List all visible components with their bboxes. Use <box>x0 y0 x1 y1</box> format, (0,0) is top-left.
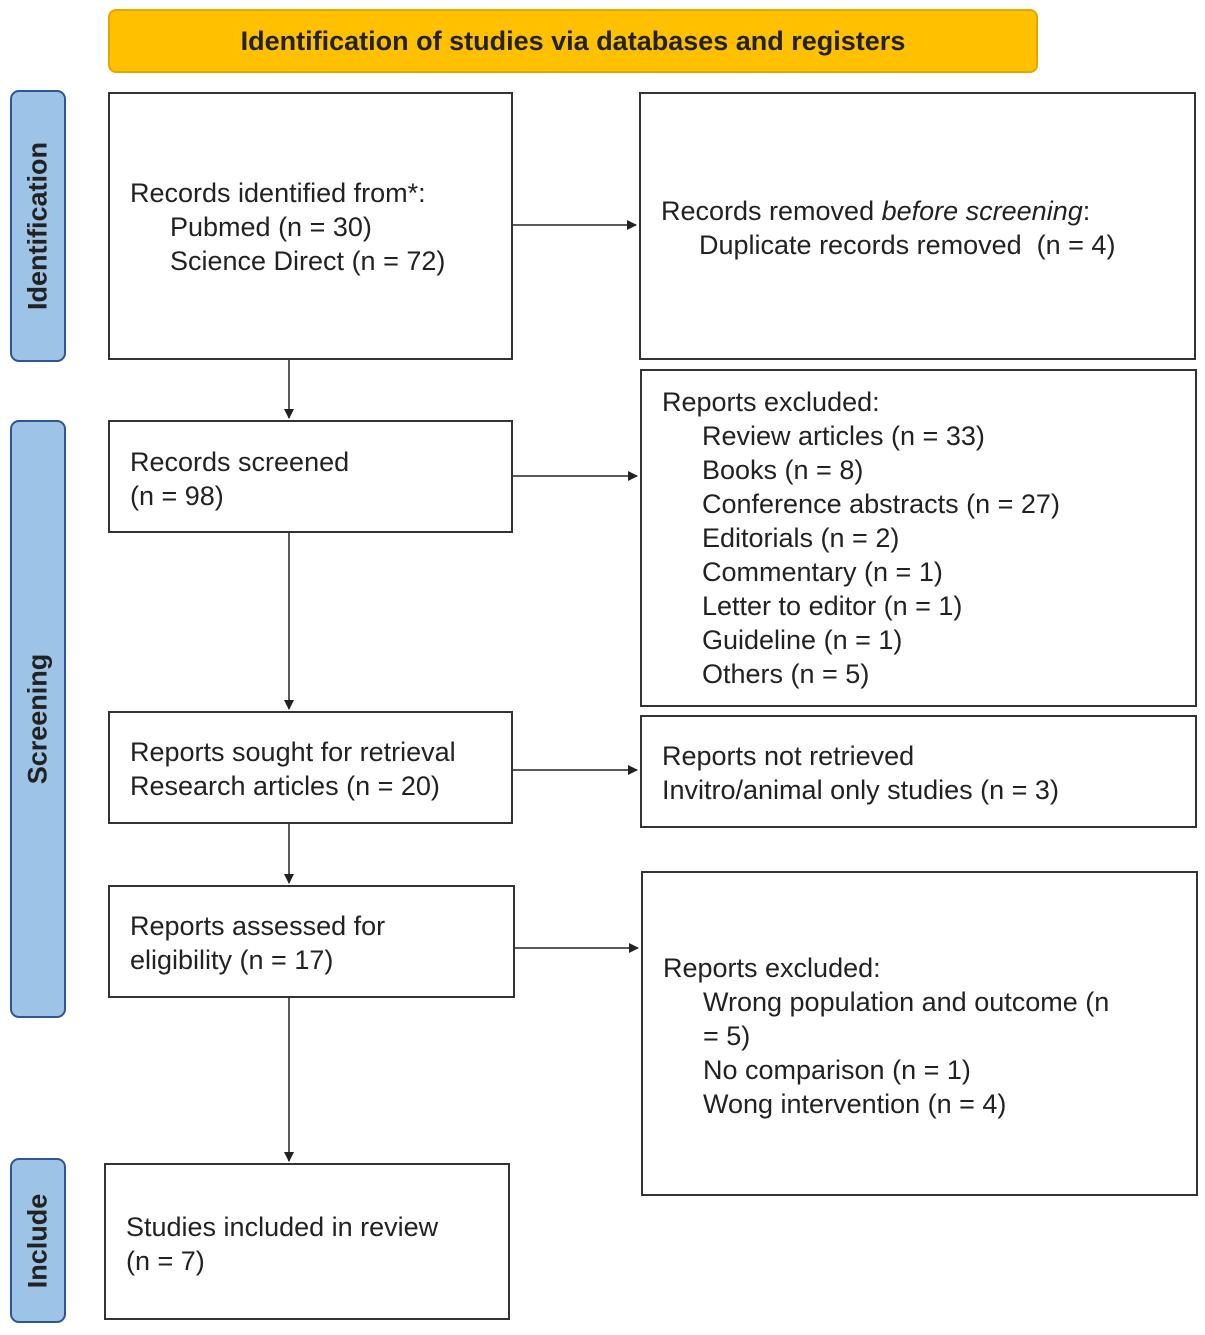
excluded-wrong-intervention: Wong intervention (n = 4) <box>703 1089 1007 1119</box>
excluded-no-comparison: No comparison (n = 1) <box>703 1055 971 1085</box>
reports-excluded-box-2: Reports excluded: Wrong population and o… <box>641 871 1198 1196</box>
studies-included-label: Studies included in review <box>126 1212 439 1242</box>
excluded-others: Others (n = 5) <box>702 659 870 689</box>
records-identified-sciencedirect: Science Direct (n = 72) <box>170 246 446 276</box>
excluded-editorials: Editorials (n = 2) <box>702 523 900 553</box>
excluded-conference-abstracts: Conference abstracts (n = 27) <box>702 489 1060 519</box>
records-removed-title-prefix: Records removed <box>661 196 882 226</box>
records-removed-box: Records removed before screening: Duplic… <box>639 92 1196 360</box>
records-screened-box: Records screened (n = 98) <box>108 420 513 533</box>
reports-excluded-1-title: Reports excluded: <box>662 387 880 417</box>
reports-excluded-box-1: Reports excluded: Review articles (n = 3… <box>640 369 1197 707</box>
excluded-guideline: Guideline (n = 1) <box>702 625 903 655</box>
reports-assessed-count: eligibility (n = 17) <box>130 945 334 975</box>
excluded-books: Books (n = 8) <box>702 455 864 485</box>
records-identified-pubmed: Pubmed (n = 30) <box>170 212 372 242</box>
reports-not-retrieved-count: Invitro/animal only studies (n = 3) <box>662 775 1059 805</box>
excluded-review-articles: Review articles (n = 33) <box>702 421 985 451</box>
studies-included-box: Studies included in review (n = 7) <box>104 1163 510 1320</box>
records-removed-title: Records removed before screening: <box>661 194 1194 228</box>
reports-not-retrieved-label: Reports not retrieved <box>662 741 915 771</box>
studies-included-count: (n = 7) <box>126 1246 205 1276</box>
records-screened-count: (n = 98) <box>130 481 224 511</box>
reports-assessed-label: Reports assessed for <box>130 911 386 941</box>
reports-sought-count: Research articles (n = 20) <box>130 771 440 801</box>
excluded-wrong-population-count: = 5) <box>703 1021 751 1051</box>
identification-header: Identification of studies via databases … <box>108 9 1038 73</box>
records-removed-title-suffix: : <box>1082 196 1091 226</box>
records-screened-label: Records screened <box>130 447 350 477</box>
reports-sought-label: Reports sought for retrieval <box>130 737 456 767</box>
header-title: Identification of studies via databases … <box>240 25 906 56</box>
excluded-letter-to-editor: Letter to editor (n = 1) <box>702 591 963 621</box>
phase-include: Include <box>10 1158 66 1323</box>
reports-assessed-box: Reports assessed for eligibility (n = 17… <box>108 885 515 998</box>
records-removed-title-emph: before screening <box>881 196 1083 226</box>
excluded-commentary: Commentary (n = 1) <box>702 557 943 587</box>
reports-not-retrieved-box: Reports not retrieved Invitro/animal onl… <box>640 715 1197 828</box>
phase-screening: Screening <box>10 420 66 1018</box>
records-identified-title: Records identified from*: <box>130 178 426 208</box>
phase-identification: Identification <box>10 90 66 362</box>
reports-excluded-2-title: Reports excluded: <box>663 953 881 983</box>
reports-sought-box: Reports sought for retrieval Research ar… <box>108 711 513 824</box>
records-removed-duplicates: Duplicate records removed (n = 4) <box>699 230 1116 260</box>
records-identified-box: Records identified from*: Pubmed (n = 30… <box>108 92 513 360</box>
excluded-wrong-population: Wrong population and outcome (n <box>703 987 1110 1017</box>
